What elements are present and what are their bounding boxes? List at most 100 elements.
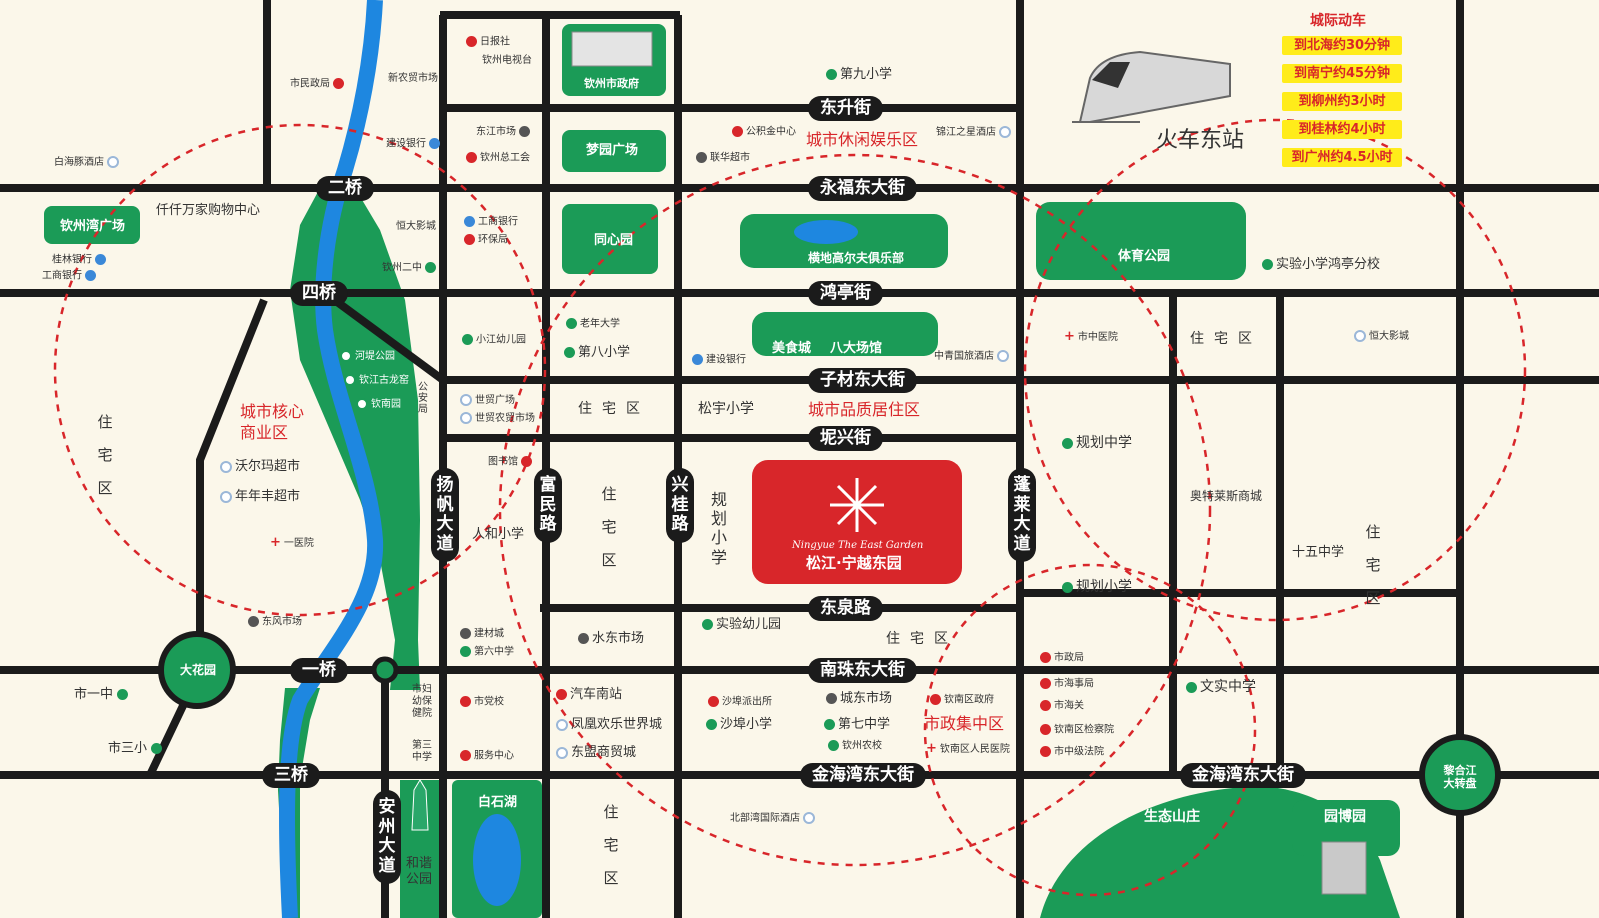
project-name-en: Ningyue The East Garden — [792, 540, 924, 551]
road-anzhou: 安州大道 — [373, 790, 401, 885]
poi-diqizhong: 第七中学 — [824, 718, 890, 731]
mall-icon — [460, 394, 472, 406]
cinema-icon — [1354, 330, 1366, 342]
poi-icon — [1040, 724, 1051, 735]
park-baishihu: 白石湖 — [478, 795, 518, 810]
mall-icon — [556, 746, 568, 759]
hospital-icon: + — [926, 741, 937, 756]
poi-jianshe-1: 建设银行 — [386, 138, 443, 150]
radius-rings — [53, 118, 1527, 897]
poi-dongmeng: 东盟商贸城 — [556, 746, 636, 759]
road-xinggui: 兴桂路 — [666, 468, 694, 543]
poi-jinjiang: 锦江之星酒店 — [936, 126, 1014, 138]
market-icon — [826, 693, 837, 704]
project-name-cn: 松江·宁越东园 — [806, 554, 902, 572]
poi-xiaojiang: 小江幼儿园 — [462, 334, 526, 346]
bank-icon — [85, 270, 97, 281]
poi-dangxiao: 市党校 — [460, 696, 504, 708]
poi-gongji: 公积金中心 — [732, 126, 796, 138]
residential-block-6: 住宅区 — [603, 803, 619, 887]
poi-fenghuang: 凤凰欢乐世界城 — [556, 718, 662, 731]
poi-shizhengju: 市政局 — [1040, 652, 1084, 664]
park-golf: 横地高尔夫俱乐部 — [808, 251, 905, 265]
poi-ribao: 日报社 — [466, 36, 510, 48]
poi-gongshang-1: 工商银行 — [464, 216, 518, 228]
baishihu-lake — [473, 814, 521, 906]
mall-icon — [556, 718, 568, 731]
market-icon — [460, 412, 472, 424]
poi-dianshitai: 钦州电视台 — [482, 55, 532, 66]
poi-shiwu: 十五中学 — [1292, 545, 1345, 560]
poi-shiyanhong: 实验小学鸿亭分校 — [1262, 258, 1380, 271]
supermarket-icon — [220, 490, 232, 503]
rail-time-5: 到广州约4.5小时 — [1282, 148, 1402, 167]
poi-fuyou: 市妇幼保健院 — [412, 684, 432, 719]
poi-guihuaxiao-2: 规划小学 — [1062, 580, 1132, 594]
poi-zhongqing: 中青国旅酒店 — [934, 350, 1012, 362]
school-icon — [460, 646, 471, 657]
poi-fayuan: 市中级法院 — [1040, 746, 1104, 758]
poi-jianshe-2: 建设银行 — [692, 354, 746, 366]
hospital-icon: + — [1064, 329, 1075, 344]
park-yuanbo: 园博园 — [1324, 809, 1366, 825]
rail-time-4: 到桂林约4小时 — [1282, 120, 1402, 139]
poi-beibuwan: 北部湾国际酒店 — [730, 812, 818, 824]
poi-wenshi: 文实中学 — [1186, 680, 1256, 694]
lihejiang-roundabout — [1419, 734, 1501, 816]
road-nixing: 坭兴街 — [808, 426, 883, 451]
school-icon — [462, 334, 473, 345]
hotel-icon — [107, 156, 120, 168]
poi-gongshang-2: 工商银行 — [42, 270, 99, 282]
dahuayuan-roundabout — [158, 631, 236, 709]
poi-jianchayuan: 钦南区检察院 — [1040, 724, 1114, 736]
poi-yiyiyuan: +一医院 — [270, 535, 314, 550]
road-penglai: 蓬莱大道 — [1008, 468, 1036, 563]
road-jinhaiwan-west: 金海湾东大街 — [800, 763, 926, 788]
poi-diliuzhong: 第六中学 — [460, 646, 514, 658]
park-shengtai: 生态山庄 — [1144, 809, 1200, 825]
poi-zonggonghui: 钦州总工会 — [466, 152, 530, 164]
poi-walmart: 沃尔玛超市 — [220, 460, 300, 473]
road-yangfan: 扬帆大道 — [431, 468, 459, 563]
poi-dijiu: 第九小学 — [826, 68, 892, 81]
school-icon — [425, 262, 437, 273]
poi-haishi: 市海事局 — [1040, 678, 1094, 690]
bus-icon — [556, 689, 567, 700]
road-zicai: 子材东大街 — [808, 368, 917, 393]
poi-guihuazhong: 规划中学 — [1062, 436, 1132, 450]
poi-baihai: 白海豚酒店 — [54, 156, 122, 168]
zone-govcenter: 市政集中区 — [924, 714, 1005, 733]
poi-minzheng: 市民政局 — [290, 78, 347, 90]
road-fumin: 富民路 — [534, 468, 562, 543]
poi-tushuguan: 图书馆 — [488, 456, 535, 468]
poi-qianqian: 仟仟万家购物中心 — [156, 203, 261, 218]
school-icon — [1186, 681, 1197, 693]
school-icon — [151, 743, 163, 754]
park-hexie: 和谐公园 — [406, 856, 433, 887]
poi-icon — [460, 696, 471, 707]
poi-dongjiang: 东江市场 — [476, 126, 533, 138]
hotel-icon — [999, 126, 1012, 138]
park-tiyu: 体育公园 — [1118, 249, 1171, 264]
poi-shapai: 沙埠派出所 — [708, 696, 772, 708]
hotel-icon — [997, 350, 1010, 362]
poi-icon — [732, 126, 743, 137]
poi-icon — [930, 694, 941, 705]
poi-disan: 第三中学 — [412, 740, 432, 763]
bridge-3: 三桥 — [262, 763, 320, 788]
park-shizhengfu: 钦州市政府 — [584, 77, 639, 90]
supermarket-icon — [696, 152, 707, 163]
school-icon — [828, 740, 839, 751]
rail-time-3: 到柳州约3小时 — [1282, 92, 1402, 111]
poi-hengda-1: 恒大影城 — [396, 221, 436, 232]
poi-icon — [460, 750, 471, 761]
poi-renhe: 人和小学 — [472, 527, 525, 542]
market-icon — [519, 126, 531, 137]
park-bada: 八大场馆 — [830, 341, 883, 356]
residential-block-5: 住宅区 — [886, 631, 958, 647]
poi-shisanxiao: 市三小 — [108, 742, 165, 755]
residential-block-3: 住宅区 — [1190, 331, 1262, 347]
park-tongxin: 同心园 — [594, 233, 634, 248]
dahuayuan-label: 大花园 — [180, 663, 217, 677]
poi-qinnangov: 钦南区政府 — [930, 694, 994, 706]
